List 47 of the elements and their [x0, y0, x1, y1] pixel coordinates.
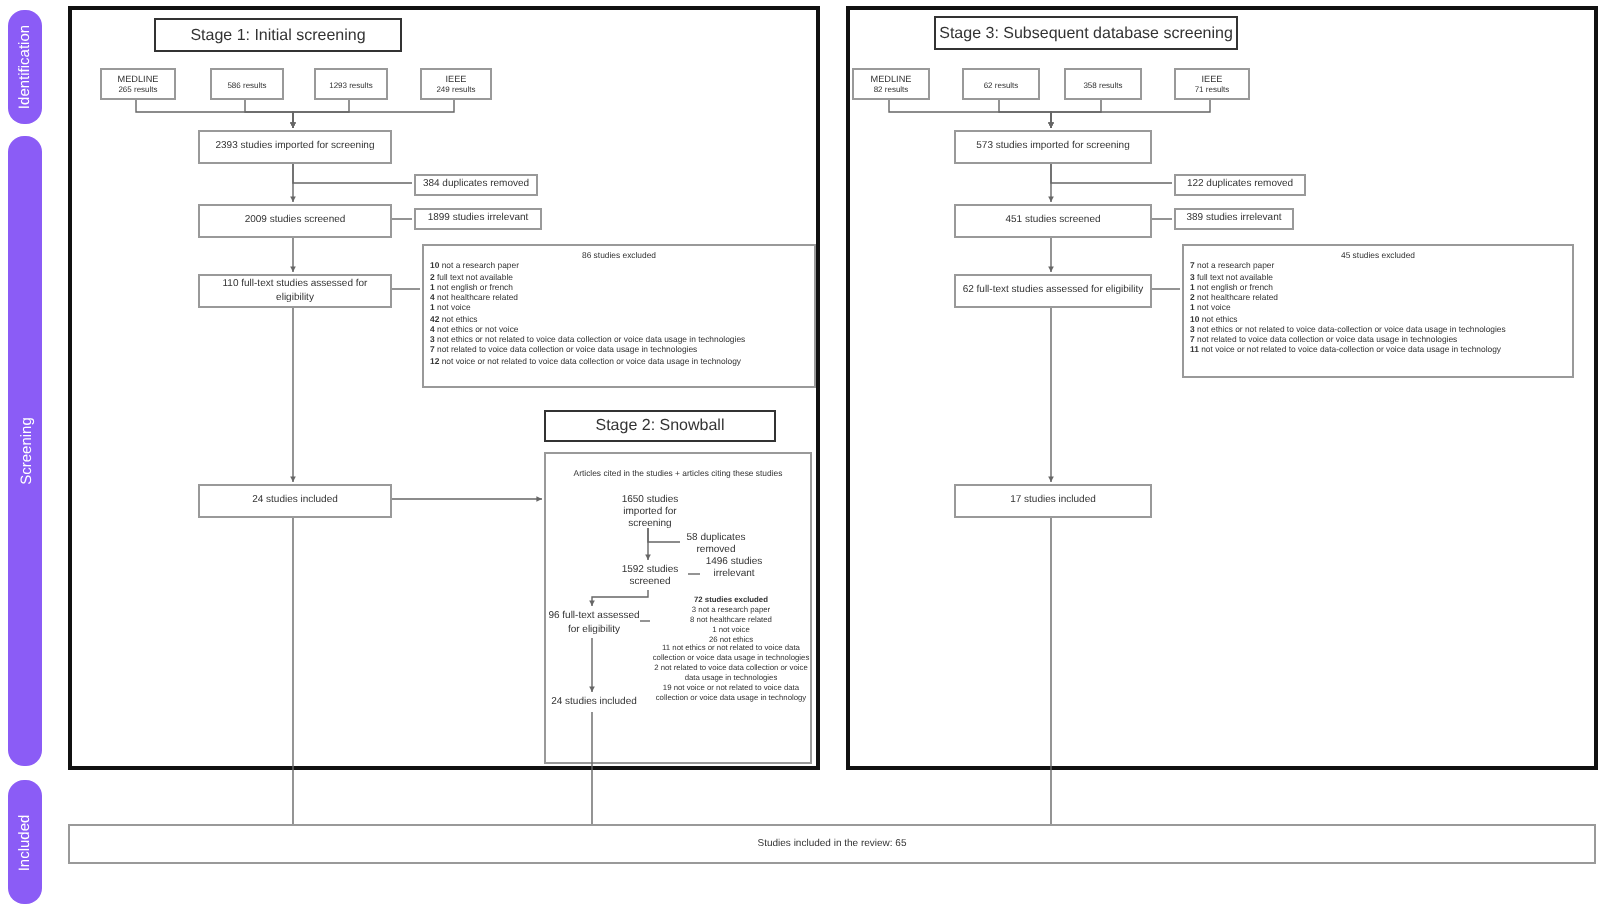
database-box [314, 68, 388, 100]
process-box [198, 484, 392, 518]
database-box [420, 68, 492, 100]
process-box [954, 484, 1152, 518]
stage-heading-box [544, 410, 776, 442]
process-box [954, 204, 1152, 238]
stage-title: Stage 2: Snowball [595, 416, 725, 436]
database-box [852, 68, 930, 100]
phase-band [8, 10, 42, 124]
stage-frame [68, 6, 820, 770]
stage-title: Stage 1: Initial screening [190, 25, 366, 45]
connector-arrow [1048, 97, 1211, 129]
database-box [962, 68, 1040, 100]
stage-frame [846, 6, 1598, 770]
connector-arrow [290, 97, 455, 129]
stage-heading-box [934, 16, 1238, 50]
stage-heading-box [154, 18, 402, 52]
connector-arrow [290, 161, 296, 203]
connector-arrow [290, 235, 296, 273]
connector-arrow [1048, 305, 1054, 483]
stage-title: Stage 3: Subsequent database screening [939, 23, 1233, 43]
database-box [100, 68, 176, 100]
process-box [198, 130, 392, 164]
exclusion-box [1182, 244, 1574, 378]
connector-arrow [1048, 235, 1054, 273]
exclusion-box [422, 244, 816, 388]
phase-band [8, 136, 42, 766]
database-box [1174, 68, 1250, 100]
connector-arrow [290, 305, 296, 483]
phase-band [8, 780, 42, 904]
connector-arrow [589, 635, 595, 693]
process-box [954, 130, 1152, 164]
connector-arrow [589, 587, 649, 607]
snowball-panel [544, 452, 812, 764]
process-box [68, 824, 1596, 864]
process-box [954, 274, 1152, 308]
connector-arrow [389, 496, 543, 502]
connector-arrow [645, 525, 651, 561]
process-box [198, 274, 392, 308]
process-box [1174, 208, 1294, 230]
connector-arrow [1048, 161, 1054, 203]
database-box [1064, 68, 1142, 100]
database-box [210, 68, 284, 100]
process-box [1174, 174, 1306, 196]
process-box [414, 208, 542, 230]
process-box [414, 174, 538, 196]
process-box [198, 204, 392, 238]
